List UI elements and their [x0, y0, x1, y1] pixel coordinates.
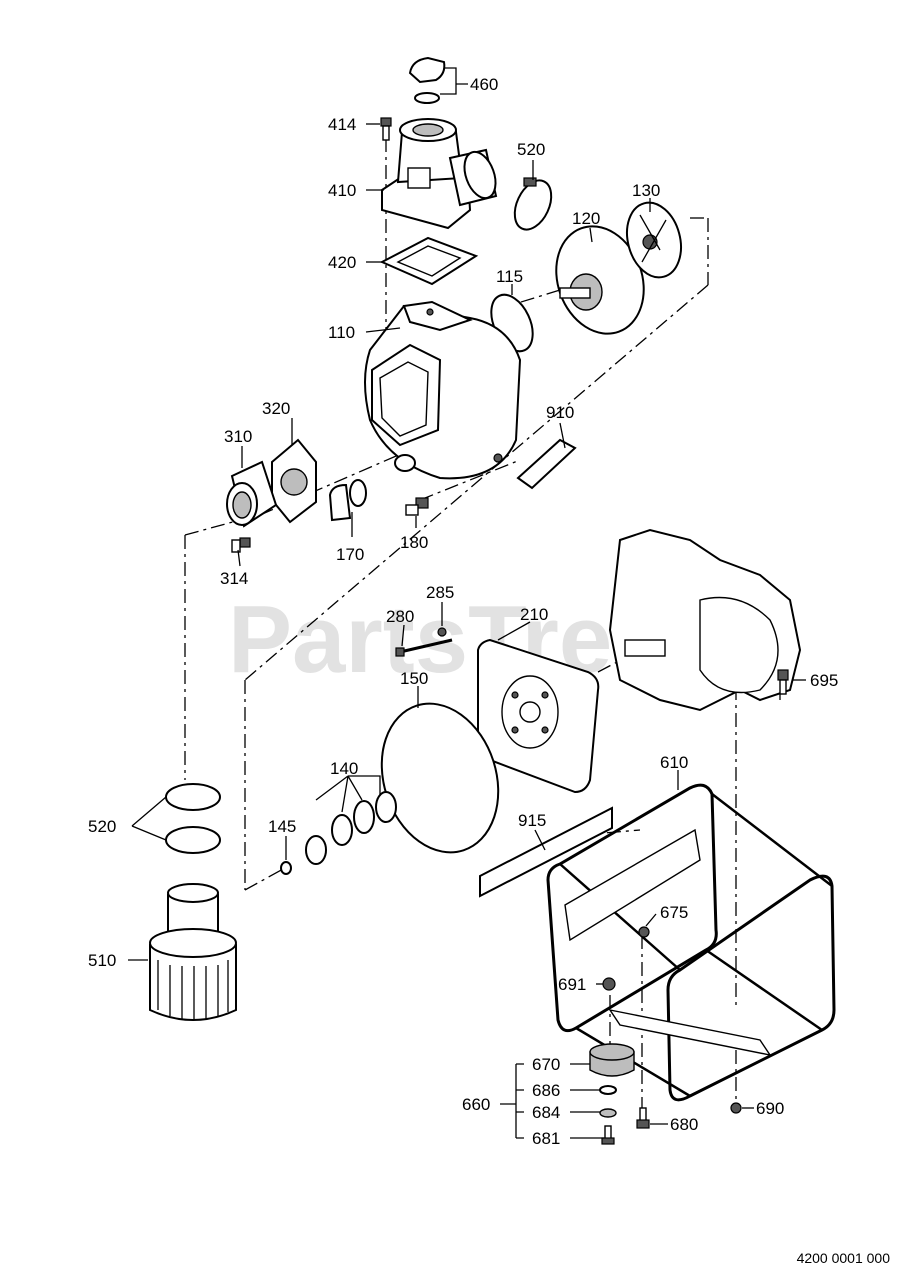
gasket-420	[379, 236, 479, 286]
callout-670: 670	[532, 1055, 560, 1074]
adapter-flange-210	[477, 638, 600, 794]
hose-clamp-520-top	[513, 177, 553, 231]
callout-210: 210	[520, 605, 548, 624]
callout-660: 660	[462, 1095, 490, 1114]
callout-310: 310	[224, 427, 252, 446]
callout-684: 684	[532, 1103, 560, 1122]
drain-plug-180	[405, 497, 429, 516]
impeller-130	[626, 201, 682, 279]
bolt-314	[231, 537, 251, 553]
suction-port-310	[226, 460, 278, 528]
washer-145	[280, 861, 292, 875]
leader-lines	[128, 67, 806, 1139]
hose-clamp-520-lower	[165, 783, 221, 854]
callout-115: 115	[496, 267, 523, 286]
callout-681: 681	[532, 1129, 560, 1148]
nut-690	[730, 1102, 742, 1114]
callout-690: 690	[756, 1099, 784, 1118]
washer-684	[599, 1108, 617, 1118]
mechanical-seal-140	[305, 791, 397, 865]
document-number: 4200 0001 000	[796, 1250, 890, 1266]
callout-414: 414	[328, 115, 356, 134]
callout-130: 130	[632, 181, 660, 200]
bolt-414	[380, 117, 392, 141]
watermark: PartsTree	[228, 586, 666, 693]
callout-680: 680	[670, 1115, 698, 1134]
nut-691	[602, 977, 616, 991]
callout-610: 610	[660, 753, 688, 772]
bolt-695	[777, 669, 789, 695]
discharge-elbow-410	[381, 118, 498, 230]
callout-915: 915	[518, 811, 546, 830]
rubber-mount-670	[589, 1043, 635, 1077]
callout-320: 320	[262, 399, 290, 418]
callout-420: 420	[328, 253, 356, 272]
bolt-680	[636, 1107, 650, 1129]
cover-plate-320	[271, 438, 317, 524]
nut-285	[437, 627, 447, 637]
nut-675	[638, 926, 650, 938]
callout-520-top: 520	[517, 140, 545, 159]
callout-686: 686	[532, 1081, 560, 1100]
callout-285: 285	[426, 583, 454, 602]
callout-180: 180	[400, 533, 428, 552]
washer-686	[599, 1085, 617, 1095]
callout-280: 280	[386, 607, 414, 626]
bolt-681	[601, 1125, 615, 1145]
callout-110: 110	[328, 323, 355, 342]
callout-520-lower: 520	[88, 817, 116, 836]
label-strip-915	[479, 806, 613, 898]
callout-labels: 460 414 520 410 130 120 420 115 110 910 …	[88, 75, 838, 1148]
callout-675: 675	[660, 903, 688, 922]
priming-cap-460	[408, 56, 446, 104]
callout-691: 691	[558, 975, 586, 994]
callout-170: 170	[336, 545, 364, 564]
stud-bolt-280	[395, 638, 453, 657]
frame-610	[546, 783, 836, 1102]
callout-695: 695	[810, 671, 838, 690]
strainer-510	[149, 883, 237, 1021]
check-valve-170	[328, 479, 367, 522]
callout-510: 510	[88, 951, 116, 970]
callout-145: 145	[268, 817, 296, 836]
callout-314: 314	[220, 569, 248, 588]
callout-460: 460	[470, 75, 498, 94]
label-plate-910	[516, 438, 577, 490]
callout-410: 410	[328, 181, 356, 200]
pump-casing-110	[364, 300, 522, 480]
callout-910: 910	[546, 403, 574, 422]
callout-120: 120	[572, 209, 600, 228]
engine-outline	[608, 528, 802, 712]
callout-140: 140	[330, 759, 358, 778]
callout-150: 150	[400, 669, 428, 688]
